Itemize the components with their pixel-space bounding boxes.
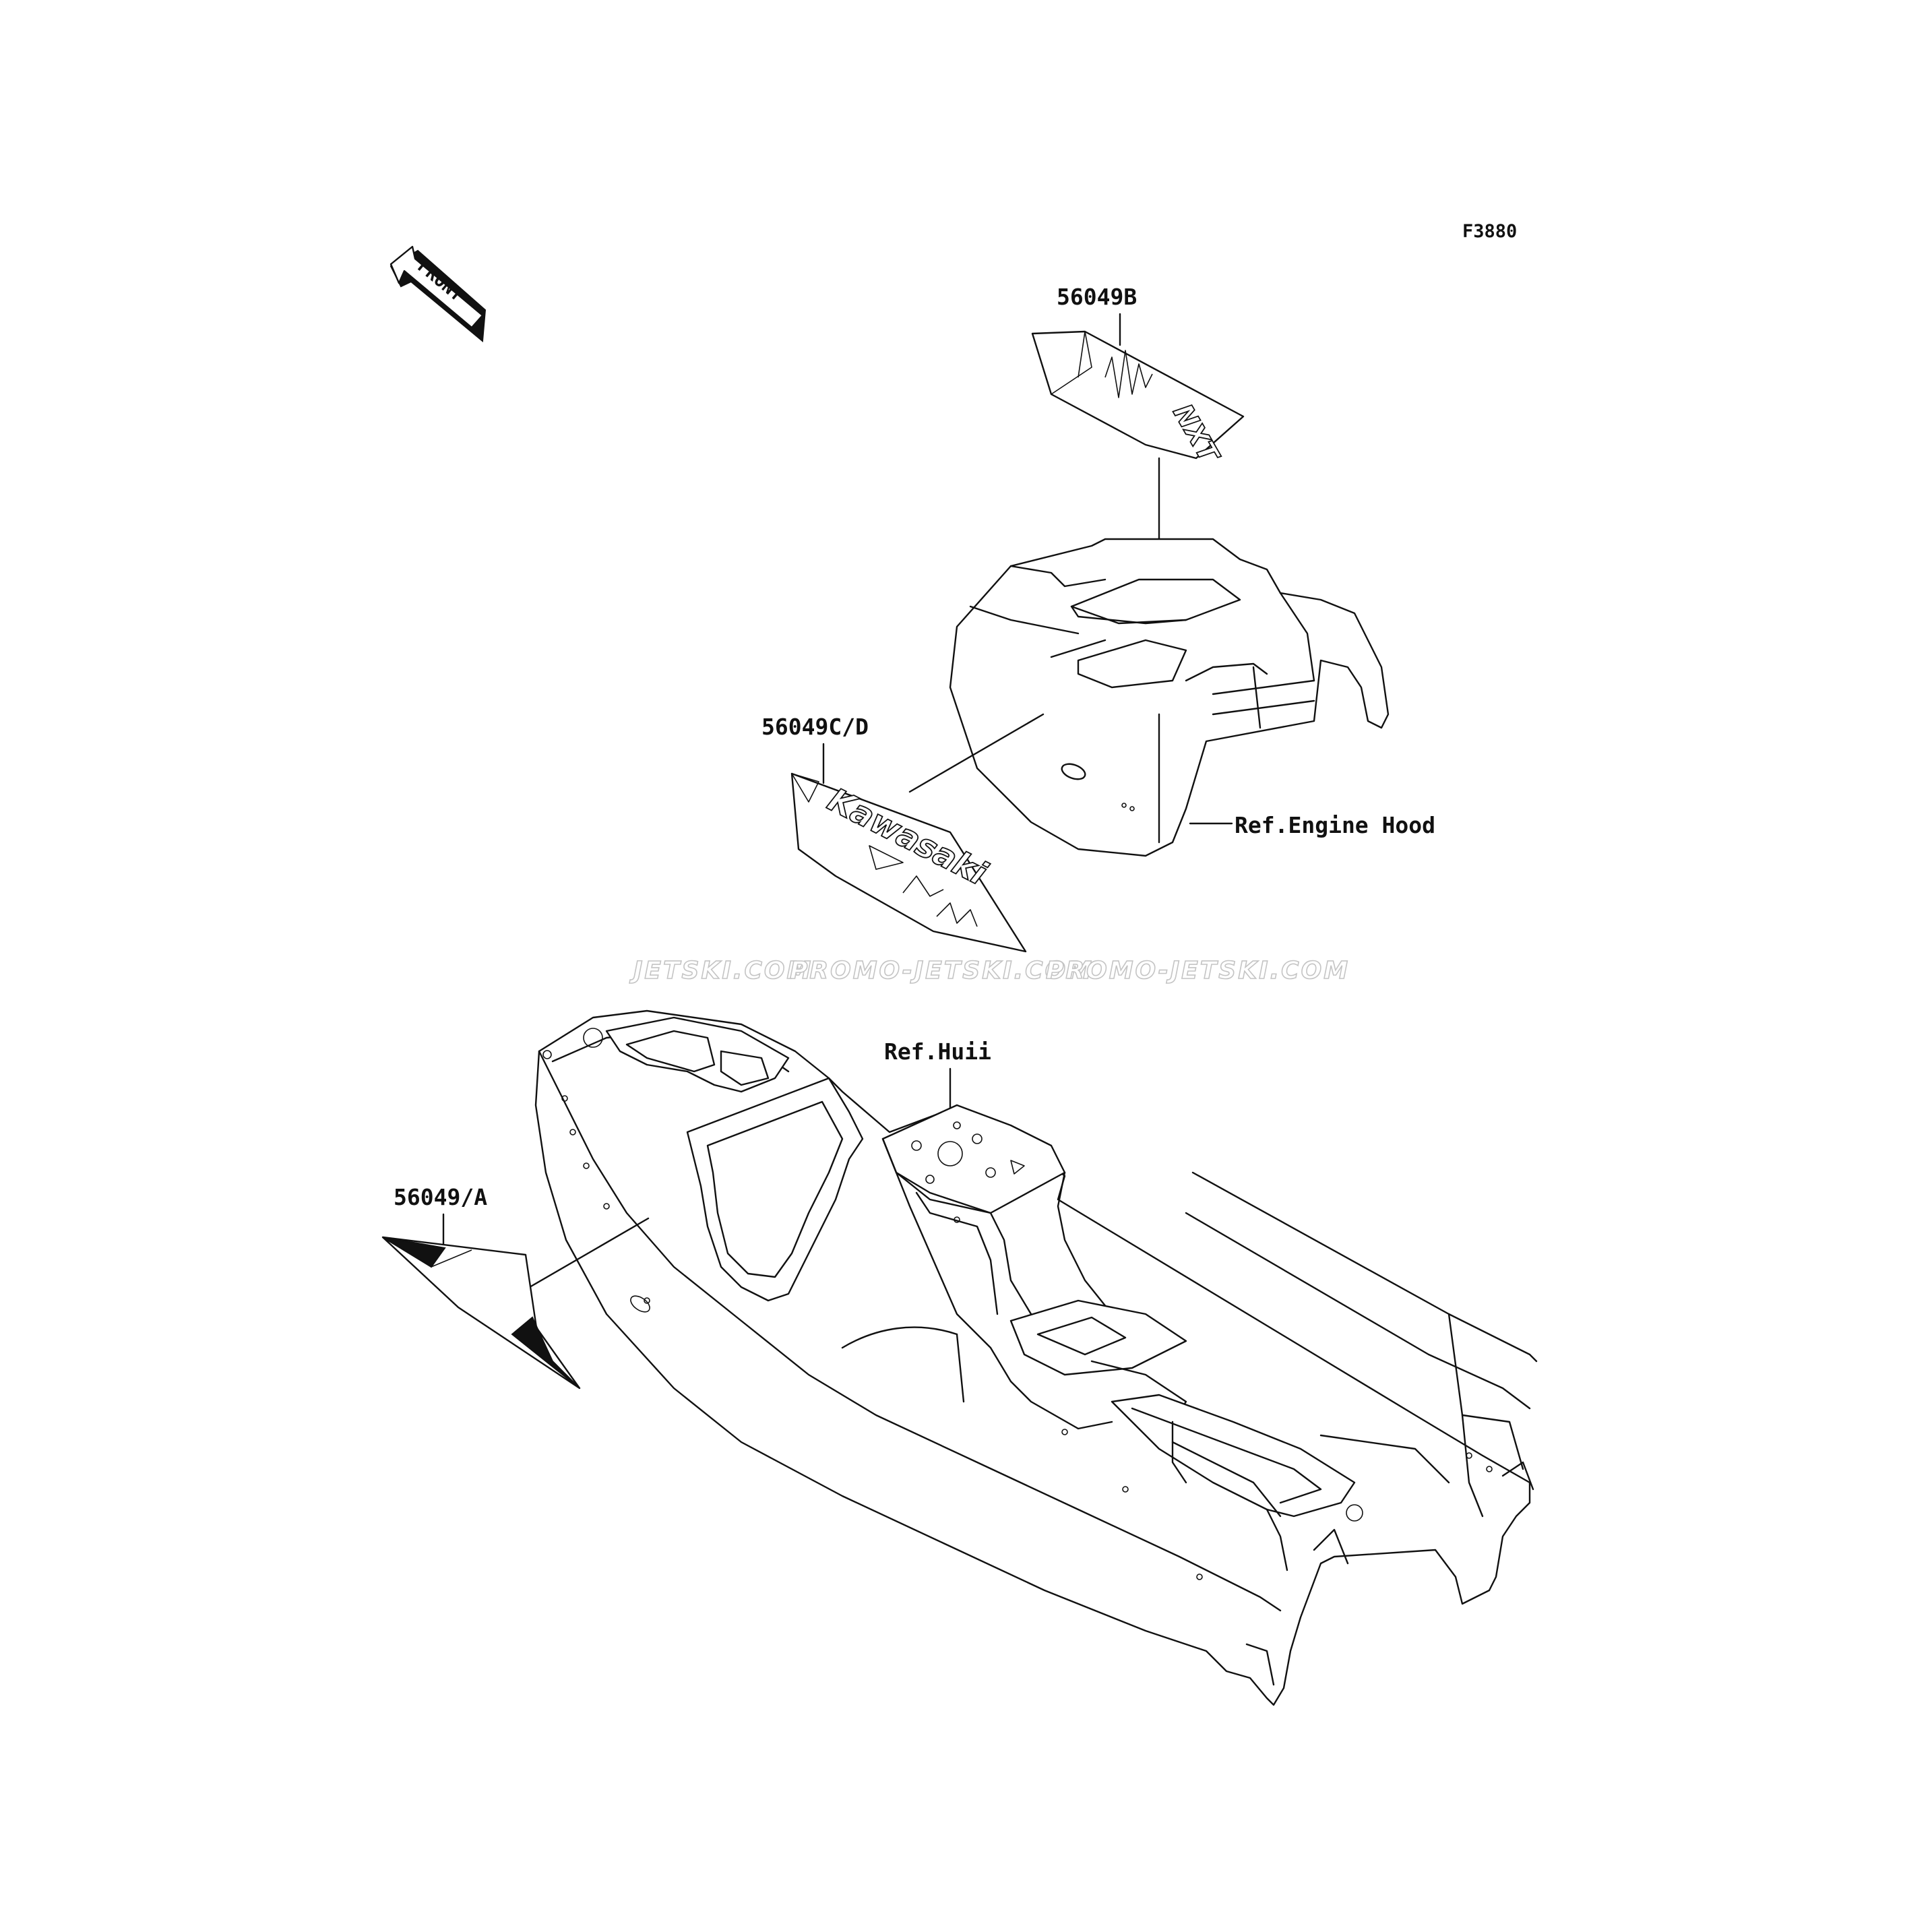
- engine-hood: [949, 538, 1390, 857]
- watermark-segment: PROMO-JETSKI.COM: [790, 957, 1094, 985]
- decal-56049CD: Kawasaki: [790, 772, 1027, 953]
- decal-56049A: [381, 1236, 581, 1390]
- part-number-56049A: 56049/A: [394, 1184, 487, 1210]
- part-number-56049CD: 56049C/D: [761, 714, 869, 740]
- ref-hull: Ref.Huii: [884, 1038, 991, 1065]
- watermark: JETSKI.COM PROMO-JETSKI.COM PROMO-JETSKI…: [629, 956, 1350, 985]
- watermark-segment: JETSKI.COM: [629, 957, 813, 985]
- leader-56049CD-to-hood: [908, 713, 1045, 793]
- ref-engine-hood: Ref.Engine Hood: [1235, 812, 1435, 838]
- leader-56049A-to-hull: [528, 1217, 650, 1288]
- watermark-segment: PROMO-JETSKI.COM: [1046, 957, 1350, 985]
- decal-56049B: NXT: [1031, 330, 1245, 470]
- figure-code: F3880: [1462, 221, 1517, 242]
- front-arrow-icon: FRONT: [389, 245, 487, 342]
- hull: [534, 1009, 1538, 1706]
- part-number-56049B: 56049B: [1057, 284, 1137, 310]
